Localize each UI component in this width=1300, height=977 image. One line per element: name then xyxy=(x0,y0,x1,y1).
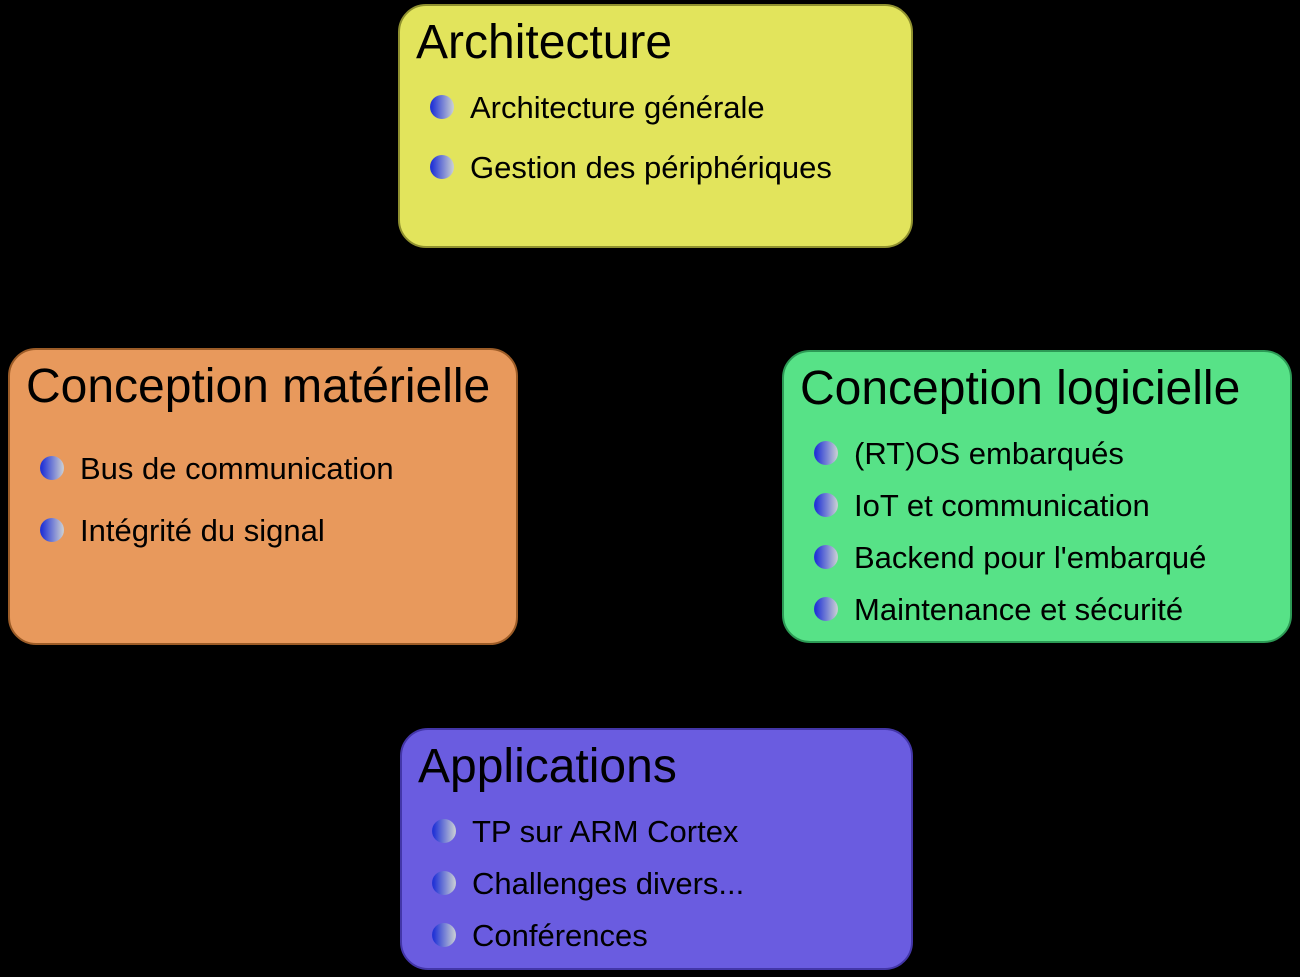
sphere-bullet-icon xyxy=(432,923,456,947)
node-title: Architecture xyxy=(416,16,673,69)
node-item-list: Architecture générale Gestion des périph… xyxy=(400,77,911,197)
list-item: Backend pour l'embarqué xyxy=(784,531,1290,583)
item-label: TP sur ARM Cortex xyxy=(472,813,739,849)
node-item-list: Bus de communication Intégrité du signal xyxy=(10,437,516,561)
list-item: IoT et communication xyxy=(784,479,1290,531)
sphere-bullet-icon xyxy=(432,871,456,895)
item-label: Backend pour l'embarqué xyxy=(854,539,1207,575)
item-label: IoT et communication xyxy=(854,487,1150,523)
item-label: Architecture générale xyxy=(470,89,765,125)
node-conception-logicielle: Conception logicielle (RT)OS embarqués I… xyxy=(782,350,1292,643)
sphere-bullet-icon xyxy=(814,441,838,465)
node-item-list: (RT)OS embarqués IoT et communication Ba… xyxy=(784,427,1290,635)
sphere-bullet-icon xyxy=(432,819,456,843)
sphere-bullet-icon xyxy=(814,545,838,569)
node-title: Conception matérielle xyxy=(26,360,491,413)
item-label: Maintenance et sécurité xyxy=(854,591,1184,627)
list-item: Maintenance et sécurité xyxy=(784,583,1290,635)
node-architecture: Architecture Architecture générale Gesti… xyxy=(398,4,913,248)
list-item: Bus de communication xyxy=(10,437,516,499)
list-item: Gestion des périphériques xyxy=(400,137,911,197)
node-applications: Applications TP sur ARM Cortex Challenge… xyxy=(400,728,913,970)
item-label: (RT)OS embarqués xyxy=(854,435,1124,471)
list-item: Intégrité du signal xyxy=(10,499,516,561)
sphere-bullet-icon xyxy=(430,155,454,179)
list-item: (RT)OS embarqués xyxy=(784,427,1290,479)
sphere-bullet-icon xyxy=(814,493,838,517)
item-label: Conférences xyxy=(472,917,648,953)
node-title: Applications xyxy=(418,740,677,793)
sphere-bullet-icon xyxy=(40,518,64,542)
item-label: Intégrité du signal xyxy=(80,512,325,548)
item-label: Bus de communication xyxy=(80,450,394,486)
node-conception-materielle: Conception matérielle Bus de communicati… xyxy=(8,348,518,645)
sphere-bullet-icon xyxy=(814,597,838,621)
list-item: Architecture générale xyxy=(400,77,911,137)
node-title: Conception logicielle xyxy=(800,362,1241,415)
sphere-bullet-icon xyxy=(40,456,64,480)
sphere-bullet-icon xyxy=(430,95,454,119)
item-label: Gestion des périphériques xyxy=(470,149,832,185)
list-item: Challenges divers... xyxy=(402,857,911,909)
node-item-list: TP sur ARM Cortex Challenges divers... C… xyxy=(402,805,911,961)
list-item: Conférences xyxy=(402,909,911,961)
item-label: Challenges divers... xyxy=(472,865,745,901)
list-item: TP sur ARM Cortex xyxy=(402,805,911,857)
